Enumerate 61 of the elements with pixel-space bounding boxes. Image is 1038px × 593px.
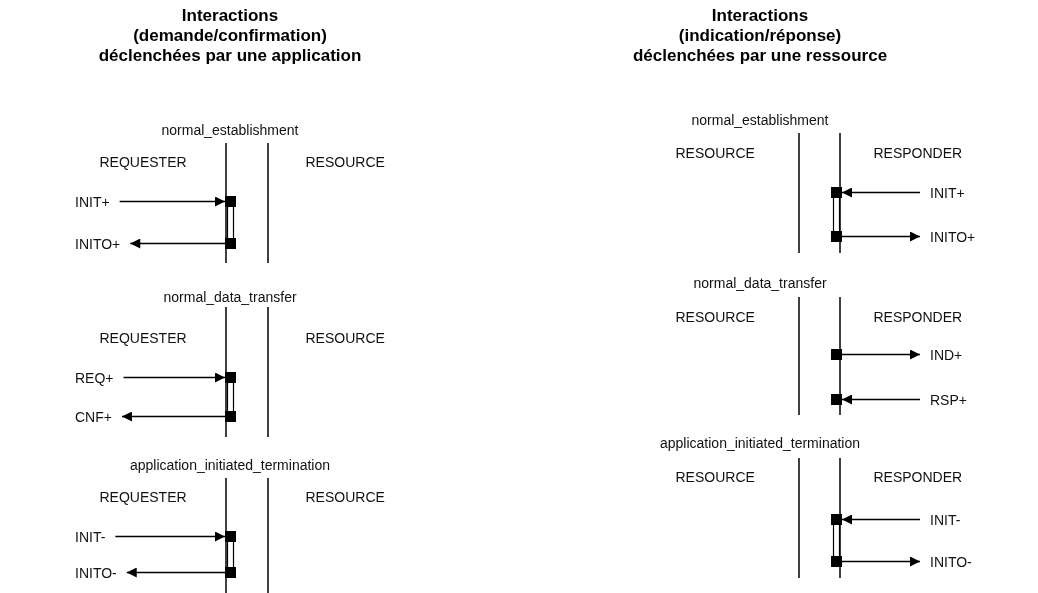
arrow <box>841 556 921 567</box>
role-label: RESOURCE <box>675 309 755 325</box>
primitive-label: INIT- <box>75 529 106 545</box>
double-line <box>226 382 235 412</box>
primitive-label: REQ+ <box>75 370 114 386</box>
role-label: RESOURCE <box>675 145 755 161</box>
role-label: RESOURCE <box>675 469 755 485</box>
double-line <box>226 541 235 568</box>
port-square <box>831 187 842 198</box>
heading: Interactions (indication/réponse) déclenchées par une ressource <box>631 6 889 66</box>
arrow <box>126 567 226 578</box>
arrow <box>841 349 921 360</box>
arrow <box>841 187 921 198</box>
primitive-label: INITO+ <box>75 236 121 252</box>
role-label: REQUESTER <box>99 489 187 505</box>
double-line <box>832 197 841 232</box>
role-label: RESPONDER <box>873 309 963 325</box>
port-square <box>831 556 842 567</box>
port-square <box>225 372 236 383</box>
arrow <box>841 394 921 405</box>
arrow <box>841 514 921 525</box>
port-square <box>225 531 236 542</box>
primitive-label: IND+ <box>930 347 963 363</box>
double-line <box>832 524 841 557</box>
role-label: RESOURCE <box>305 154 385 170</box>
primitive-label: INITO- <box>75 565 117 581</box>
port-square <box>831 231 842 242</box>
role-label: RESOURCE <box>305 489 385 505</box>
port-square <box>225 238 236 249</box>
port-square <box>831 394 842 405</box>
scenario-title: normal_data_transfer <box>163 289 297 305</box>
scenario-title: application_initiated_termination <box>130 457 331 473</box>
primitive-label: INITO+ <box>930 229 976 245</box>
primitive-label: INITO- <box>930 554 972 570</box>
role-label: REQUESTER <box>99 154 187 170</box>
port-square <box>831 349 842 360</box>
primitive-label: INIT+ <box>930 185 965 201</box>
role-label: REQUESTER <box>99 330 187 346</box>
primitive-label: RSP+ <box>930 392 967 408</box>
arrow <box>129 238 226 249</box>
scenario-title: application_initiated_termination <box>660 435 861 451</box>
arrow <box>121 411 226 422</box>
primitive-label: INIT- <box>930 512 961 528</box>
primitive-label: CNF+ <box>75 409 112 425</box>
role-label: RESPONDER <box>873 145 963 161</box>
heading: Interactions (demande/confirmation) déclenchées par une application <box>97 6 363 66</box>
arrow <box>122 372 226 383</box>
arrow <box>841 231 921 242</box>
role-label: RESOURCE <box>305 330 385 346</box>
scenario-title: normal_data_transfer <box>693 275 827 291</box>
scenario-title: normal_establishment <box>161 122 299 138</box>
port-square <box>225 196 236 207</box>
scenario-title: normal_establishment <box>691 112 829 128</box>
arrow <box>118 196 226 207</box>
arrow <box>114 531 226 542</box>
port-square <box>225 567 236 578</box>
primitive-label: INIT+ <box>75 194 110 210</box>
port-square <box>225 411 236 422</box>
role-label: RESPONDER <box>873 469 963 485</box>
port-square <box>831 514 842 525</box>
double-line <box>226 206 235 239</box>
